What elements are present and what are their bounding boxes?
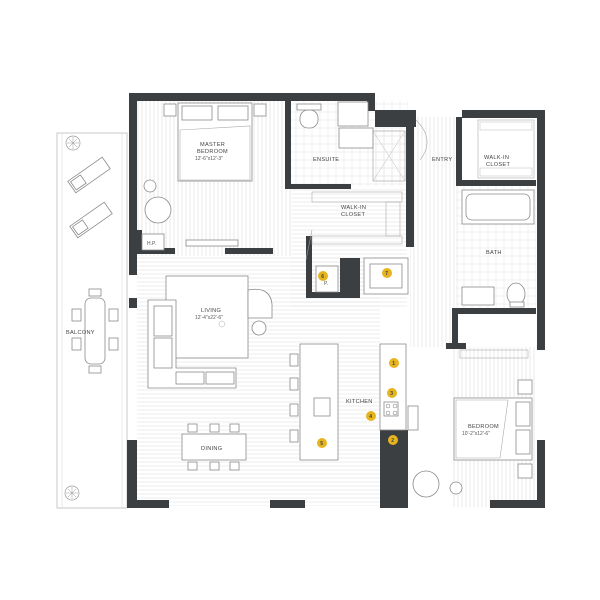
dining-label: DINING <box>201 446 222 452</box>
marker-1: 1 <box>389 358 399 368</box>
walkin-closet-2 <box>477 119 535 179</box>
kitchen-label: KITCHEN <box>346 399 373 405</box>
dining-table <box>181 423 247 471</box>
bath-label: BATH <box>486 250 502 256</box>
pantry-label: P. <box>324 281 328 287</box>
plant-top-icon <box>65 135 81 151</box>
ensuite-label: ENSUITE <box>313 157 339 163</box>
walkin-closet-1-label-2: CLOSET <box>341 212 365 218</box>
balcony-area <box>56 132 128 509</box>
svg-text:4: 4 <box>369 414 372 420</box>
marker-5: 5 <box>317 438 327 448</box>
toilet-icon <box>299 109 319 129</box>
markers: 1 2 3 4 5 6 7 <box>317 268 399 448</box>
walkin-closet-1 <box>305 191 403 261</box>
living-furniture <box>147 275 273 389</box>
svg-text:3: 3 <box>390 391 393 397</box>
entry-label: ENTRY <box>432 157 452 163</box>
room-labels: MASTER BEDROOM 12'-6"x12'-3" ENSUITE WAL… <box>66 142 510 452</box>
bath-fixtures <box>461 189 535 308</box>
bedroom-chair <box>412 470 463 498</box>
master-chair <box>143 179 172 224</box>
bedroom-label: BEDROOM <box>468 424 499 430</box>
svg-text:7: 7 <box>385 271 388 277</box>
marker-7: 7 <box>382 268 392 278</box>
balcony-table <box>71 288 119 374</box>
lounge-chair-2 <box>69 201 113 239</box>
svg-text:5: 5 <box>320 441 323 447</box>
marker-6: 6 <box>318 271 328 281</box>
walls <box>127 93 545 508</box>
lounge-chair-1 <box>67 156 111 194</box>
walkin-closet-2-label: WALK-IN <box>484 155 509 161</box>
kitchen-counter <box>379 343 419 431</box>
hp-closet: H.P. <box>141 233 165 251</box>
marker-3: 3 <box>387 388 397 398</box>
plant-bottom-icon <box>64 485 80 501</box>
svg-text:2: 2 <box>391 438 394 444</box>
cooktop-icon <box>383 401 399 417</box>
sink-icon <box>338 127 374 149</box>
marker-2: 2 <box>388 435 398 445</box>
master-bed <box>163 102 267 182</box>
entry-door-swing <box>415 119 428 161</box>
living-label: LIVING <box>201 308 221 314</box>
master-dresser <box>185 239 239 247</box>
master-bedroom-dims: 12'-6"x12'-3" <box>195 156 223 162</box>
master-bedroom-label-2: BEDROOM <box>197 149 228 155</box>
bath-sink-icon <box>461 286 495 306</box>
marker-4: 4 <box>366 411 376 421</box>
svg-text:6: 6 <box>321 274 324 280</box>
svg-text:1: 1 <box>392 361 395 367</box>
bedroom-dims: 10'-2"x12'-6" <box>462 431 490 437</box>
bedroom-bed <box>453 379 533 479</box>
bedroom-closet <box>459 349 529 359</box>
walkin-closet-2-label-2: CLOSET <box>486 162 510 168</box>
ensuite-fixtures <box>296 101 406 182</box>
master-bedroom-label: MASTER <box>200 142 225 148</box>
walkin-closet-1-label: WALK-IN <box>341 205 366 211</box>
armchair <box>247 288 273 319</box>
island-sink-icon <box>313 397 331 417</box>
balcony-label: BALCONY <box>66 330 95 336</box>
hp-label: H.P. <box>147 241 156 247</box>
living-dims: 12'-4"x22'-6" <box>195 315 223 321</box>
